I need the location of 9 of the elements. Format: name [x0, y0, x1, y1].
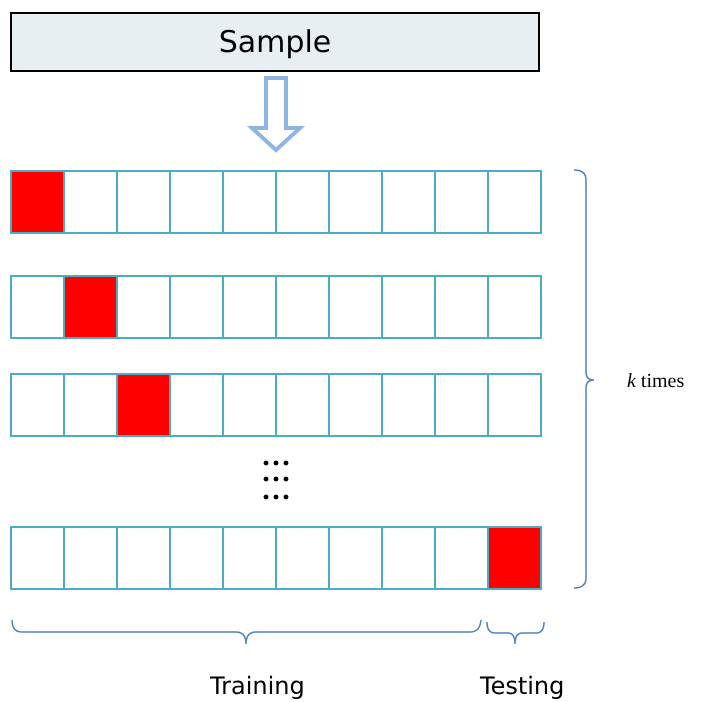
- fold-row: [10, 275, 540, 339]
- axis-label: Testing: [480, 672, 564, 700]
- fold-row: [10, 526, 540, 590]
- sample-box: Sample: [10, 12, 540, 72]
- fold-row: [10, 170, 540, 234]
- block-arrow: [246, 76, 306, 153]
- brace-label: k times: [627, 370, 684, 393]
- fold-row: [10, 373, 540, 437]
- axis-label: Training: [210, 672, 305, 700]
